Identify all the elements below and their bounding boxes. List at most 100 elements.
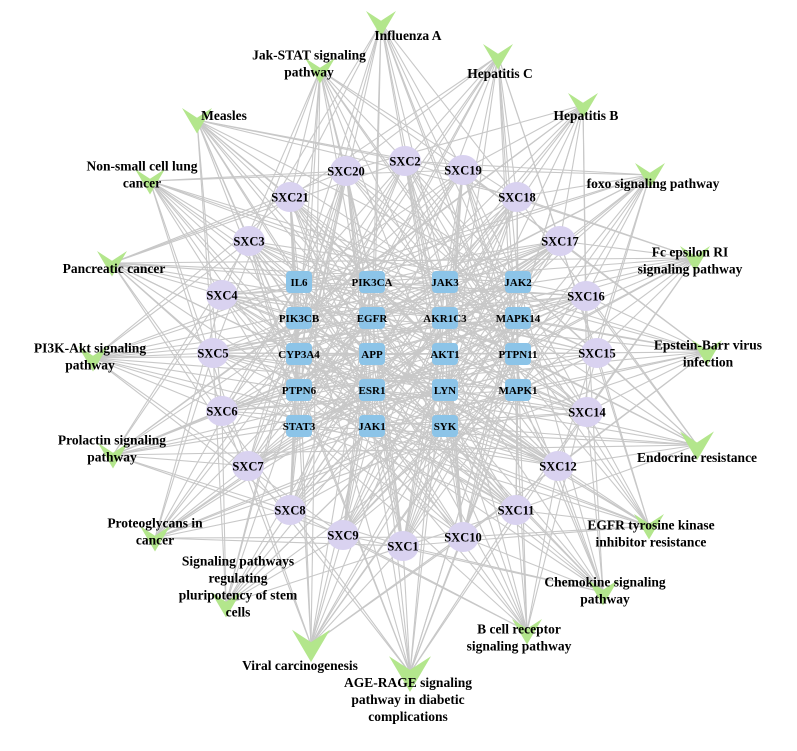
gene-label-il6: IL6	[290, 277, 308, 289]
edge-pathway-gene	[517, 281, 604, 593]
compound-label-sxc3: SXC3	[233, 235, 264, 249]
compound-label-sxc4: SXC4	[206, 289, 238, 303]
pathway-label-b-cell-line2: signaling pathway	[467, 639, 572, 654]
edge-pathway-compound	[515, 509, 650, 527]
pathway-node-pancreatic	[97, 251, 127, 277]
compound-node-sxc12	[542, 451, 574, 481]
edge-pathway-gene	[225, 389, 446, 605]
edge-pathway-compound	[225, 509, 291, 605]
pathway-label-b-cell-line1: B cell receptor	[477, 622, 561, 637]
pathway-label-foxo: foxo signaling pathway	[587, 176, 720, 191]
edge-pathway-compound	[586, 411, 650, 527]
edge-pathway-pathway	[154, 351, 708, 539]
gene-node-cyp3a4	[286, 343, 312, 365]
edge-pathway-gene	[154, 353, 300, 539]
pathway-node-measles	[182, 108, 212, 134]
edge-pathway-compound	[342, 534, 604, 593]
edge-pathway-compound	[289, 55, 499, 198]
gene-node-jak1	[359, 415, 385, 437]
edge-compound-gene	[342, 425, 373, 536]
edge-pathway-gene	[112, 425, 300, 456]
compound-node-sxc20	[330, 156, 362, 186]
edge-pathway-compound	[515, 444, 698, 511]
compound-label-sxc21: SXC21	[271, 191, 309, 205]
edge-pathway-gene	[444, 281, 708, 353]
edge-pathway-pathway	[225, 257, 696, 605]
compound-node-sxc10	[447, 522, 479, 552]
edge-pathway-compound	[380, 22, 406, 162]
pathway-label-fc-epsilon-line1: Fc epsilon RI	[652, 245, 729, 260]
edge-pathway-pathway	[310, 174, 651, 646]
edge-compound-gene	[298, 317, 517, 511]
gene-label-ptpn6: PTPN6	[282, 385, 317, 397]
edge-pathway-compound	[345, 55, 499, 172]
pathway-node-nsclc	[135, 169, 165, 195]
edge-pathway-gene	[371, 104, 584, 427]
compound-node-sxc6	[206, 396, 238, 426]
pathway-node-egfr-tki	[634, 514, 664, 540]
gene-label-akr1c3: AKR1C3	[423, 313, 467, 325]
gene-label-app: APP	[361, 349, 383, 361]
gene-label-jak1: JAK1	[358, 421, 386, 433]
pathway-node-proteoglycans	[140, 526, 170, 552]
edge-pathway-compound	[516, 174, 651, 198]
gene-label-akt1: AKT1	[430, 349, 459, 361]
edge-compound-gene	[298, 160, 406, 427]
gene-node-akt1	[432, 343, 458, 365]
edge-pathway-gene	[444, 281, 650, 527]
edge-pathway-compound	[92, 357, 223, 412]
pathway-label-prolactin-line2: pathway	[87, 450, 137, 465]
compound-label-sxc17: SXC17	[541, 235, 579, 249]
edge-pathway-gene	[371, 55, 499, 391]
compound-node-sxc2	[389, 146, 421, 176]
edge-pathway-pathway	[112, 444, 698, 456]
compound-node-sxc5	[197, 338, 229, 368]
compound-node-sxc3	[233, 226, 265, 256]
edge-pathway-compound	[310, 545, 404, 646]
compound-node-sxc16	[570, 281, 602, 311]
pathway-label-epstein-barr-line2: infection	[683, 355, 734, 370]
edge-pathway-compound	[149, 180, 223, 412]
gene-node-lyn	[432, 379, 458, 401]
pathway-label-stem-cells-line3: pluripotency of stem	[179, 588, 298, 603]
pathway-label-jak-stat-line1: Jak-STAT signaling	[252, 48, 366, 63]
edge-pathway-gene	[444, 351, 708, 355]
edge-pathway-compound	[112, 454, 249, 467]
pathway-label-endocrine: Endocrine resistance	[637, 450, 757, 465]
edge-pathway-compound	[380, 22, 518, 198]
compound-label-sxc7: SXC7	[232, 460, 263, 474]
edge-compound-gene	[404, 160, 519, 283]
compound-label-sxc5: SXC5	[197, 347, 228, 361]
edge-compound-gene	[371, 281, 587, 297]
edge-pathway-pathway	[319, 69, 650, 527]
edge-pathway-gene	[111, 262, 373, 283]
edge-pathway-compound	[225, 534, 344, 605]
edge-pathway-pathway	[154, 55, 499, 539]
edge-pathway-gene	[92, 353, 446, 359]
edge-compound-gene	[371, 425, 559, 467]
pathway-node-influenza-a	[366, 11, 396, 37]
edge-pathway-compound	[112, 454, 344, 536]
edge-pathway-gene	[319, 69, 373, 355]
gene-node-akr1c3	[432, 307, 458, 329]
edge-compound-gene	[298, 169, 464, 319]
edge-pathway-compound	[112, 410, 223, 456]
compound-label-sxc6: SXC6	[206, 405, 237, 419]
edge-pathway-compound	[154, 352, 214, 539]
edge-compound-gene	[444, 169, 464, 319]
edge-pathway-compound	[111, 262, 223, 296]
edge-compound-gene	[298, 170, 347, 283]
edge-pathway-compound	[559, 240, 696, 259]
compound-label-sxc2: SXC2	[389, 155, 420, 169]
gene-node-jak2	[505, 271, 531, 293]
edge-pathway-gene	[298, 353, 312, 646]
edge-pathway-gene	[409, 353, 446, 674]
edge-pathway-pathway	[112, 104, 584, 456]
edge-pathway-compound	[289, 69, 321, 198]
gene-node-esr1	[359, 379, 385, 401]
edge-pathway-pathway	[149, 180, 708, 353]
gene-node-ptpn11	[505, 343, 531, 365]
compound-label-sxc15: SXC15	[578, 347, 616, 361]
